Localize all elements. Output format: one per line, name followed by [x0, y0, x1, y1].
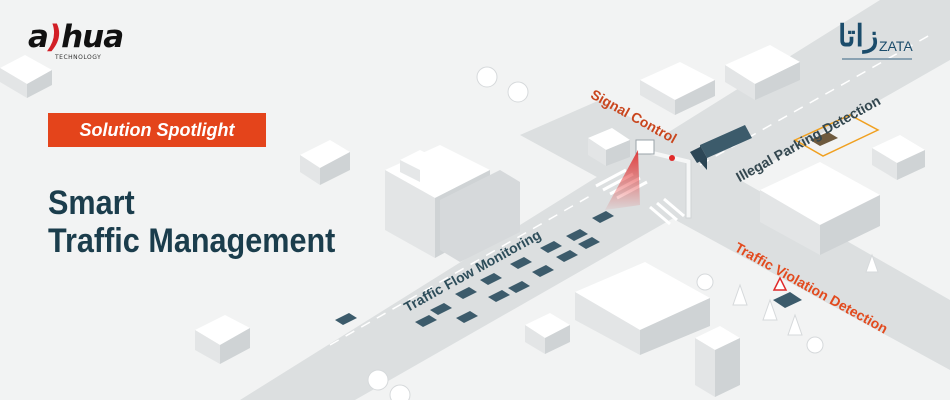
building-top-center [640, 62, 715, 115]
camera-beam [605, 150, 640, 210]
building-top-left [0, 55, 52, 98]
dahua-logo: a)hua [28, 19, 124, 55]
zata-logo: زاتا ZATA [838, 22, 933, 67]
page-title: Smart Traffic Management [48, 184, 335, 260]
building-bottom-small [525, 313, 570, 354]
building-bottom-right [695, 326, 740, 397]
title-line-2: Traffic Management [48, 222, 336, 260]
parked-car [810, 132, 838, 146]
violation-car [773, 292, 802, 308]
building-right-small [872, 135, 925, 180]
zata-logo-mark: زاتا [838, 19, 879, 54]
cross-road [520, 100, 950, 370]
parking-zone [793, 114, 880, 157]
building-right-warehouse [760, 162, 880, 255]
building-bottom-center [575, 262, 710, 355]
building-signal-house [588, 128, 630, 166]
building-bottom-left [195, 315, 250, 364]
warning-sign [772, 276, 788, 291]
lane-line [329, 195, 591, 346]
cone-tree [732, 253, 879, 336]
building-left-tall [385, 145, 520, 262]
solution-spotlight-badge: Solution Spotlight [48, 113, 266, 147]
traffic-cars [335, 211, 614, 327]
tree [367, 66, 824, 400]
signal-pole [635, 139, 692, 219]
zata-logo-underline [842, 58, 912, 60]
truck [690, 125, 752, 170]
dahua-logo-subtitle: TECHNOLOGY [55, 54, 102, 61]
zata-logo-name: ZATA [879, 38, 913, 54]
title-line-1: Smart [48, 184, 135, 222]
main-road [240, 0, 950, 400]
building-left-small [300, 140, 350, 185]
building-top-right [725, 45, 800, 100]
